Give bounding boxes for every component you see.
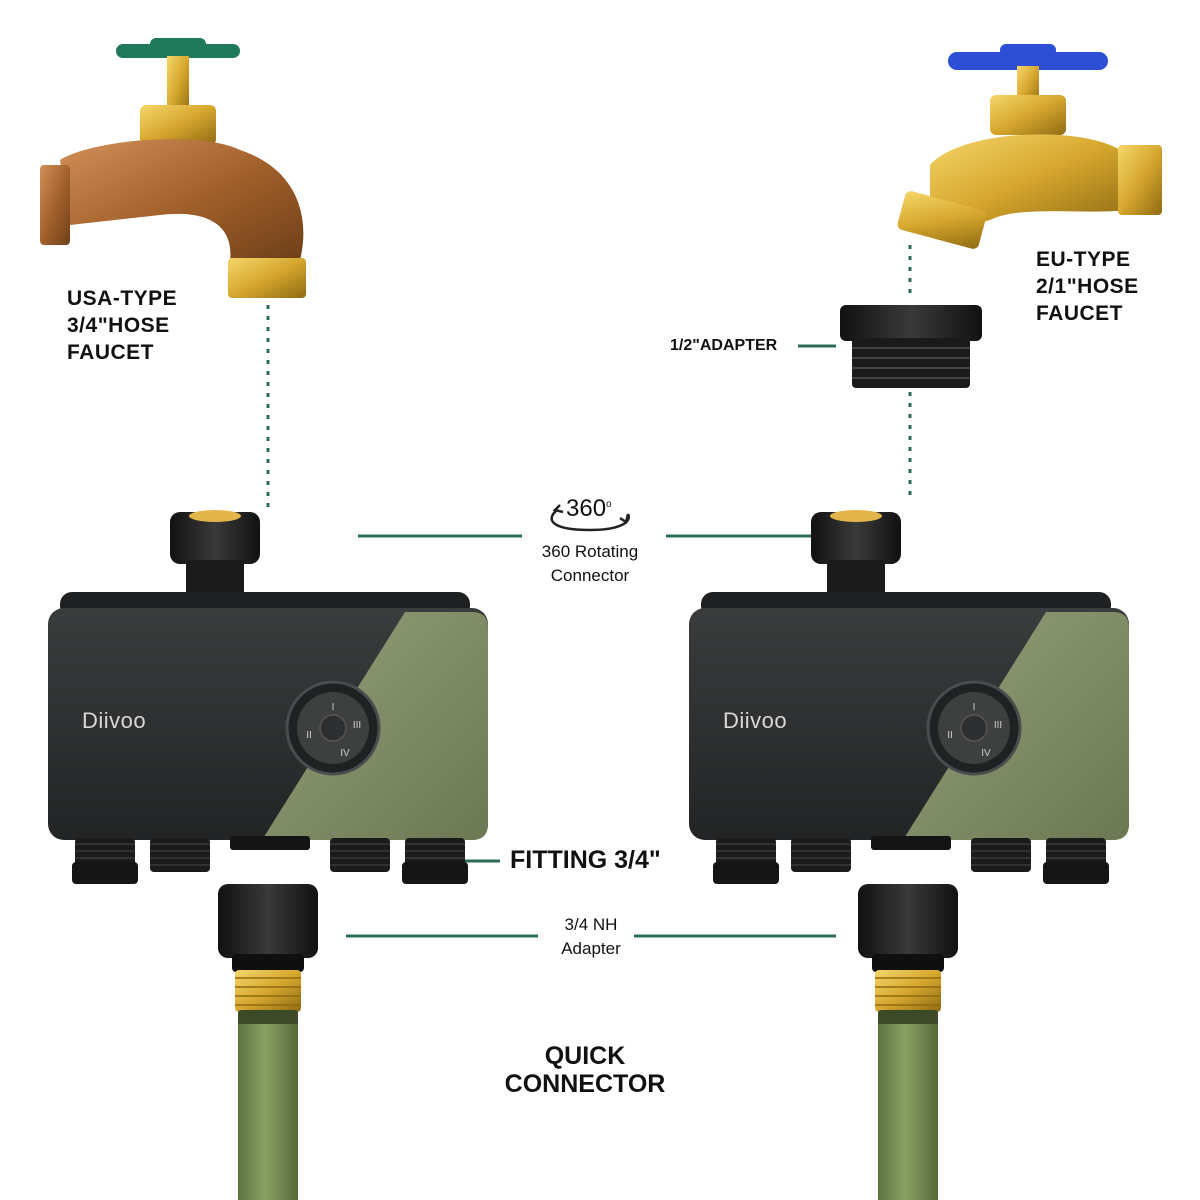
rotate-badge-degree: o	[606, 499, 612, 510]
zone-button-label[interactable]: I	[973, 702, 976, 713]
eu-faucet-label: EU-TYPE 2/1"HOSE FAUCET	[1036, 246, 1139, 327]
rotate-badge-number: 360	[566, 495, 607, 522]
center-button[interactable]	[960, 714, 988, 742]
brand-logo-left: Diivoo	[82, 708, 147, 733]
rotating-connector-line: Connector	[550, 566, 630, 585]
zone-button-label[interactable]: II	[306, 730, 312, 741]
eu-faucet	[897, 44, 1162, 249]
swivel-nut-icon	[170, 512, 260, 564]
blue-handle-icon	[948, 52, 1108, 70]
hose-assembly-left	[218, 884, 318, 1200]
swivel-nut-icon	[811, 512, 901, 564]
zone-button-label[interactable]: III	[994, 720, 1002, 731]
zone-button-label[interactable]: I	[332, 702, 335, 713]
outlet-thread-icon	[330, 838, 390, 872]
zone-button-label[interactable]: IV	[340, 748, 350, 759]
green-handle-icon	[116, 44, 240, 58]
zone-button-label[interactable]: II	[947, 730, 953, 741]
nh-adapter-icon	[858, 884, 958, 958]
zone-button-label[interactable]: III	[353, 720, 361, 731]
nh-adapter-icon	[218, 884, 318, 958]
rotating-connector-label: 360 Rotating Connector	[520, 540, 660, 588]
usa-faucet-label-line: USA-TYPE	[67, 287, 178, 310]
garden-hose	[878, 1024, 938, 1200]
outlet-thread-icon	[150, 838, 210, 872]
eu-faucet-label-line: 2/1"HOSE	[1036, 275, 1139, 298]
half-inch-adapter	[840, 305, 982, 388]
usa-faucet-label-line: FAUCET	[67, 341, 154, 364]
usa-faucet-label-line: 3/4"HOSE	[67, 314, 170, 337]
outlet-thread-icon	[791, 838, 851, 872]
nh-adapter-line: Adapter	[561, 939, 621, 958]
eu-faucet-label-line: EU-TYPE	[1036, 248, 1131, 271]
quick-connector-label: QUICK CONNECTOR	[480, 1042, 690, 1098]
quick-connector-icon	[875, 970, 941, 1012]
garden-hose	[238, 1024, 298, 1200]
outlet-thread-icon	[971, 838, 1031, 872]
nh-adapter-label: 3/4 NH Adapter	[536, 913, 646, 961]
quick-connector-icon	[235, 970, 301, 1012]
rotate-arrows-icon	[550, 504, 630, 532]
hose-assembly-right	[858, 884, 958, 1200]
rotating-connector-line: 360 Rotating	[541, 542, 639, 561]
quick-connector-line: QUICK	[544, 1042, 626, 1070]
quick-connector-line: CONNECTOR	[504, 1070, 666, 1098]
brand-logo-right: Diivoo	[723, 708, 788, 733]
center-button[interactable]	[319, 714, 347, 742]
dotted-guides	[266, 245, 912, 510]
usa-faucet	[40, 38, 306, 298]
eu-faucet-label-line: FAUCET	[1036, 302, 1123, 325]
zone-button-label[interactable]: IV	[981, 748, 991, 759]
adapter-label: 1/2"ADAPTER	[670, 337, 778, 354]
usa-faucet-label: USA-TYPE 3/4"HOSE FAUCET	[67, 285, 177, 366]
fitting-label: FITTING 3/4"	[510, 846, 661, 874]
rotate-badge: 360o	[566, 495, 612, 523]
nh-adapter-line: 3/4 NH	[564, 915, 618, 934]
